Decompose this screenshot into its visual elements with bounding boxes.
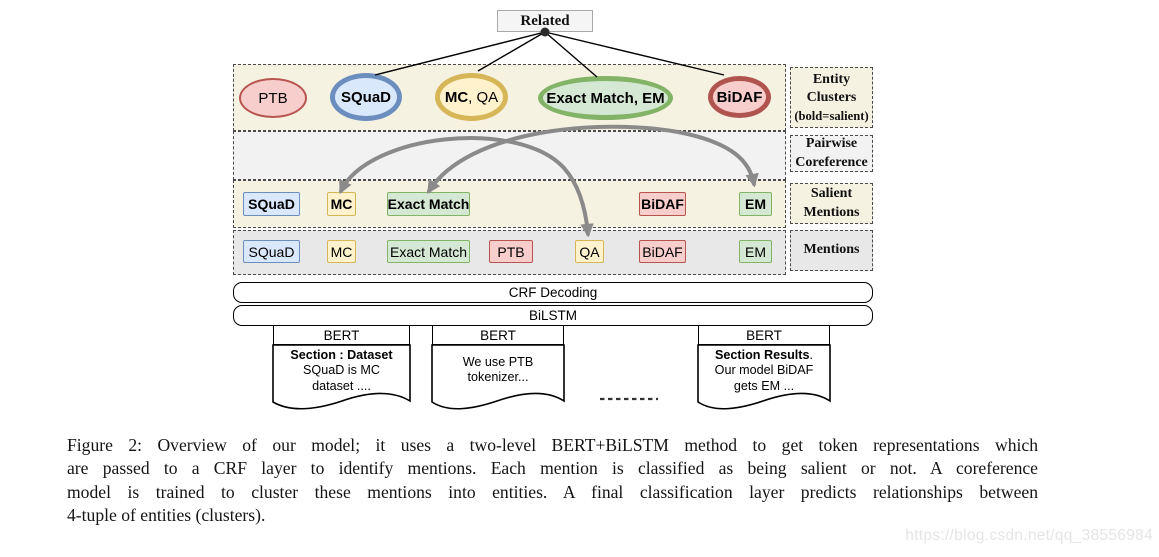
salient-mention-bidaf: BiDAF [639,192,686,216]
label-pairwise-coreference: Pairwise Coreference [790,135,873,172]
label-salient-line2: Mentions [803,204,860,220]
label-salient-mentions: Salient Mentions [790,183,873,224]
doc2-line2: tokenizer... [467,370,529,385]
entity-bidaf-bold: BiDAF [716,88,763,106]
label-entity-line2: Clusters [806,90,857,106]
caption-line-1: Figure 2: Overview of our model; it uses… [67,435,1038,455]
entity-ellipse-squad: SQuaD [330,73,402,121]
watermark-url: https://blog.csdn.net/qq_38556984 [905,527,1153,544]
salient-mentions-row [233,180,786,228]
doc3-line1-bold: Section Results [715,348,810,362]
label-entity-line3: (bold=salient) [794,108,869,123]
label-mentions: Mentions [790,230,873,271]
document-text-3: Section Results. Our model BiDAF gets EM… [698,348,830,394]
entity-clusters-row [233,64,786,131]
salient-mention-exact-match: Exact Match [387,192,470,216]
document-text-1: Section : Dataset SQuaD is MC dataset ..… [273,348,410,394]
mention-ptb: PTB [489,240,533,263]
mention-qa: QA [575,240,604,263]
doc3-line3: gets EM ... [733,378,795,393]
related-node: Related [497,10,593,32]
document-text-2: We use PTB tokenizer... [432,355,564,386]
label-pairwise-line2: Coreference [795,154,868,170]
label-entity-line1: Entity [812,71,851,87]
bert-header-1: BERT [273,325,410,345]
label-entity-clusters: Entity Clusters (bold=salient) [790,67,873,128]
entity-squad-bold: SQuaD [340,88,391,106]
mention-mc: MC [327,240,356,263]
mention-exact-match: Exact Match [387,240,470,263]
doc2-line1: We use PTB [462,355,534,369]
entity-exact-match-bold: Exact Match, EM [546,89,665,107]
caption-line-4: 4-tuple of entities (clusters). [67,505,266,526]
mention-bidaf: BiDAF [639,240,686,263]
salient-mention-squad: SQuaD [243,192,300,216]
label-pairwise-line1: Pairwise [805,136,858,152]
bilstm-bar: BiLSTM [233,305,873,326]
doc3-line2: Our model BiDAF [714,363,814,378]
label-mentions-line1: Mentions [803,242,860,258]
doc1-line3: dataset .... [312,378,371,393]
entity-ptb-text: PTB [258,89,288,107]
caption-line-3: model is trained to cluster these mentio… [67,481,1038,502]
entity-qa-text: , QA [468,88,499,106]
figure-caption: Figure 2: Overview of our model; it uses… [67,434,1038,528]
entity-mc-bold: MC [444,88,469,106]
pairwise-coreference-region [233,131,786,180]
doc3-line1: . [809,348,813,362]
salient-mention-mc: MC [327,192,356,216]
entity-ellipse-ptb: PTB [239,78,307,118]
mention-em: EM [739,240,772,263]
salient-mention-em: EM [739,192,772,216]
doc1-line1-bold: Section : Dataset [290,348,393,362]
doc1-line2: SQuaD is MC [303,363,380,378]
entity-ellipse-mc-qa: MC, QA [435,73,508,121]
caption-line-2: are passed to a CRF layer to identify me… [67,458,1038,479]
entity-ellipse-exact-match-em: Exact Match, EM [538,76,673,120]
bert-header-2: BERT [432,325,564,345]
entity-ellipse-bidaf: BiDAF [708,76,771,118]
crf-decoding-bar: CRF Decoding [233,282,873,303]
bert-header-3: BERT [698,325,830,345]
mention-squad: SQuaD [243,240,300,263]
label-salient-line1: Salient [810,186,853,202]
